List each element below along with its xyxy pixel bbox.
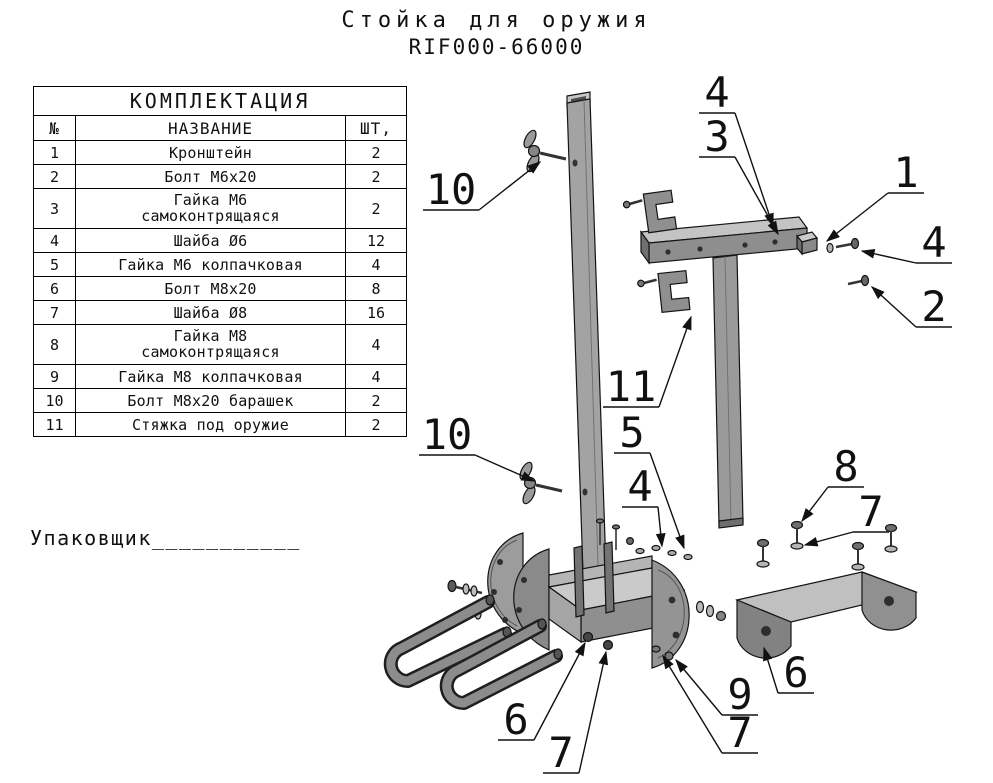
packer-signature-line: Упаковщик___________ [30, 526, 301, 550]
svg-text:4: 4 [921, 218, 946, 267]
callout-5: 5 [614, 408, 685, 550]
callout-3: 3 [699, 112, 779, 236]
wing-bolt-bottom [519, 461, 563, 505]
table-row: 2 Болт М6х20 2 [33, 164, 407, 189]
svg-text:10: 10 [426, 165, 477, 214]
table-row: 7 Шайба Ø8 16 [33, 300, 407, 325]
table-row: 6 Болт М8х20 8 [33, 276, 407, 301]
svg-text:10: 10 [422, 410, 473, 459]
svg-text:6: 6 [783, 648, 808, 697]
svg-text:5: 5 [619, 408, 644, 457]
callout-7-base: 7 [543, 650, 609, 777]
callout-8: 8 [801, 442, 864, 523]
gun-clamp-lower [637, 269, 691, 314]
u-hook-front [439, 618, 563, 710]
callout-6-bracket: 6 [763, 646, 814, 697]
vertical-post [566, 91, 608, 603]
svg-text:7: 7 [548, 728, 573, 777]
svg-text:1: 1 [893, 148, 918, 197]
svg-text:6: 6 [503, 695, 528, 744]
column-header-qty: ШТ, [345, 115, 407, 141]
svg-text:8: 8 [833, 442, 858, 491]
drawing-title-block: Стойка для оружия RIF000-66000 [0, 8, 993, 59]
parts-table: КОМПЛЕКТАЦИЯ № НАЗВАНИЕ ШТ, 1 Кронштейн … [33, 86, 407, 437]
callout-2: 2 [870, 282, 952, 331]
callout-10-bottom: 10 [419, 410, 536, 482]
callout-6-base: 6 [498, 641, 586, 744]
upper-bracket-assembly [622, 189, 870, 529]
svg-text:9: 9 [727, 670, 752, 719]
svg-text:11: 11 [606, 362, 657, 411]
wing-bolt-top [523, 129, 567, 173]
table-row: 5 Гайка М6 колпачковая 4 [33, 252, 407, 277]
callout-7-mid: 7 [662, 654, 758, 757]
callout-10-top: 10 [423, 161, 542, 214]
callout-4-right: 4 [860, 218, 952, 267]
part-number: RIF000-66000 [408, 35, 585, 59]
table-row: 9 Гайка М8 колпачковая 4 [33, 364, 407, 389]
callout-4-mid: 4 [622, 462, 666, 548]
svg-text:3: 3 [704, 112, 729, 161]
callout-1: 1 [825, 148, 924, 242]
callout-7-right: 7 [803, 487, 889, 547]
callout-11: 11 [603, 315, 692, 411]
table-row: 10 Болт М8х20 барашек 2 [33, 388, 407, 413]
table-row: 3 Гайка М6 самоконтрящаяся 2 [33, 188, 407, 229]
gun-clamp-upper [622, 189, 678, 234]
svg-text:7: 7 [727, 708, 752, 757]
svg-text:7: 7 [858, 487, 883, 536]
callout-4-top: 4 [699, 68, 774, 228]
loose-washers [595, 518, 693, 561]
svg-text:2: 2 [921, 282, 946, 331]
side-bracket [735, 520, 919, 659]
svg-text:4: 4 [627, 462, 652, 511]
base-assembly [383, 518, 727, 710]
page-title: Стойка для оружия [341, 8, 652, 33]
column-header-name: НАЗВАНИЕ [75, 115, 346, 141]
callout-9: 9 [675, 658, 758, 719]
bracket-end-hardware [795, 231, 870, 287]
bracket-bolts [756, 520, 898, 571]
u-hook-rear [383, 594, 512, 688]
table-row: 1 Кронштейн 2 [33, 140, 407, 165]
svg-text:4: 4 [704, 68, 729, 117]
table-header: КОМПЛЕКТАЦИЯ [33, 86, 407, 116]
table-row: 11 Стяжка под оружие 2 [33, 412, 407, 437]
